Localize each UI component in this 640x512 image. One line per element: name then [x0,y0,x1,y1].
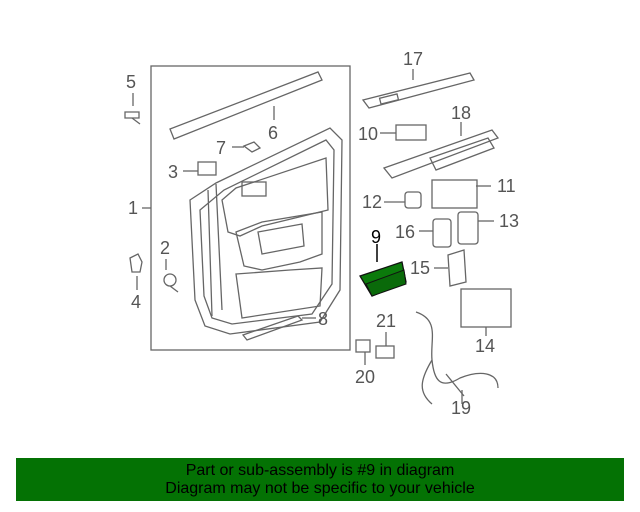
callout-17: 17 [403,49,423,69]
callout-20: 20 [355,367,375,387]
callout-13: 13 [499,211,519,231]
callout-16: 16 [395,222,415,242]
callout-7: 7 [216,138,226,158]
callout-4: 4 [131,292,141,312]
callout-1: 1 [128,198,138,218]
callout-9: 9 [371,227,381,247]
callout-14: 14 [475,336,495,356]
part-14-box [460,288,512,328]
callout-11: 11 [497,176,516,196]
callout-6: 6 [268,123,278,143]
callout-18: 18 [451,103,471,123]
armrest-part-9 [359,244,407,297]
callout-8: 8 [318,309,328,329]
upper-molding-part [169,71,323,140]
callout-10: 10 [358,124,378,144]
wiring-harness-part [415,311,499,405]
footer-banner: Part or sub-assembly is #9 in diagram Di… [16,458,624,501]
parts-diagram: 1 2 3 4 5 6 7 8 9 10 11 12 13 14 15 16 1… [124,49,519,418]
callout-19: 19 [451,398,471,418]
footer-line-2: Diagram may not be specific to your vehi… [165,480,475,497]
callout-5: 5 [126,72,136,92]
footer-line-1: Part or sub-assembly is #9 in diagram [185,462,455,479]
door-trim-panel-part [189,127,343,335]
callout-12: 12 [362,192,382,212]
callout-21: 21 [376,311,396,331]
callout-15: 15 [410,258,430,278]
callout-2: 2 [160,238,170,258]
callout-3: 3 [168,162,178,182]
